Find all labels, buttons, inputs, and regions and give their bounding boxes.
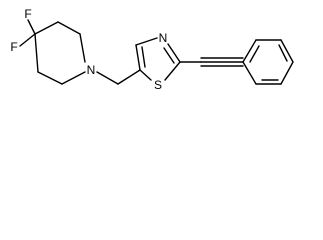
bond-pip-2 [57,21,81,35]
bond-ph-6 [242,61,257,85]
bond-pip-4 [61,71,86,85]
atom-nitrogen-piperidine: N [87,63,96,77]
bond-ph-3 [280,39,294,63]
bond-n-ch2 [96,71,119,85]
bond-pip-3 [79,33,86,63]
bond-thz-n3-c2 [167,43,181,63]
bond-c4-f-top [27,19,36,35]
atom-sulfur-thiazole: S [154,78,162,92]
bond-c4-f-left [19,33,36,47]
bond-thz-c4-n3 [135,37,158,46]
atom-nitrogen-thiazole: N [159,31,168,45]
bond-ph-4 [280,61,294,85]
atom-fluorine-top: F [24,7,31,21]
bond-pip-5 [37,71,63,85]
bond-thz-n3-c2-double [163,47,175,64]
bond-thz-c2-s1 [164,61,181,81]
bond-ph-inner-1 [249,45,260,63]
atom-fluorine-left: F [10,40,17,54]
bond-pip-6 [34,33,39,73]
bond-thz-s1-c5 [139,69,152,81]
bond-thz-c5-c4-double [141,46,146,68]
bond-ch2-c5 [117,69,141,85]
bond-ph-1 [242,39,257,63]
bond-pip-1 [34,21,59,35]
bond-thz-c5-c4 [135,44,141,71]
bond-ph-inner-3 [278,44,288,62]
molecule-structure: F F N N S [10,7,294,92]
